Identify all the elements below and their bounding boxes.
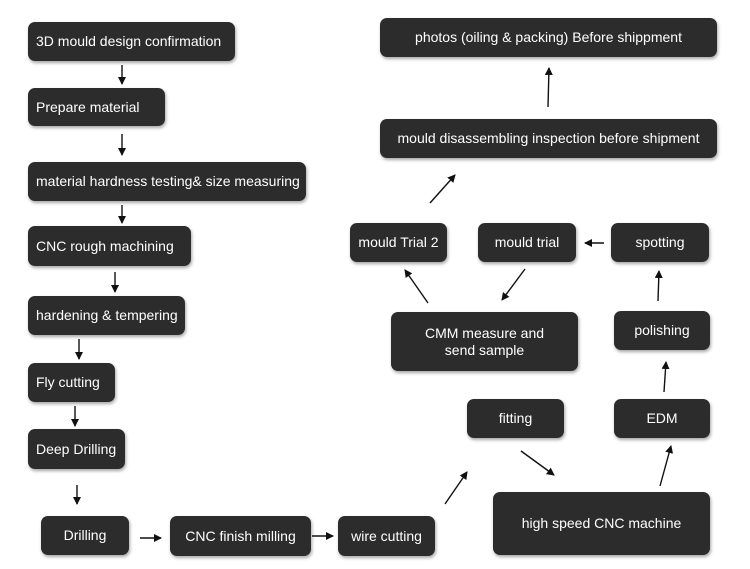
step-photos-packing: photos (oiling & packing) Before shippme…	[380, 18, 717, 57]
arrow-highspeed-to-edm	[659, 445, 674, 487]
arrow-cmm-to-trial2	[404, 269, 429, 304]
step-fly-cutting: Fly cutting	[28, 363, 115, 402]
step-spotting: spotting	[611, 223, 709, 262]
step-hardness-testing: material hardness testing& size measurin…	[28, 162, 306, 201]
arrow-fitting-to-highspeed	[520, 450, 555, 476]
step-polishing: polishing	[614, 311, 710, 350]
arrow-trial-to-cmm	[501, 268, 526, 301]
step-design: 3D mould design confirmation	[28, 22, 235, 61]
step-deep-drilling: Deep Drilling	[28, 429, 125, 469]
step-wire-cutting: wire cutting	[338, 516, 435, 556]
step-disassembling-inspection: mould disassembling inspection before sh…	[380, 119, 717, 158]
arrow-edm-to-polishing	[661, 361, 670, 393]
step-prepare-material: Prepare material	[28, 88, 165, 126]
step-hardening: hardening & tempering	[28, 296, 185, 335]
step-cnc-finish: CNC finish milling	[170, 516, 311, 556]
step-edm: EDM	[614, 399, 710, 438]
step-fitting: fitting	[467, 399, 564, 438]
step-cnc-rough: CNC rough machining	[28, 226, 191, 266]
step-drilling: Drilling	[41, 516, 129, 555]
arrow-disassembling-to-photos	[544, 67, 553, 108]
step-mould-trial: mould trial	[478, 223, 576, 262]
step-high-speed-cnc: high speed CNC machine	[493, 492, 710, 555]
arrow-wire-to-fitting	[444, 471, 468, 505]
arrow-polishing-to-spotting	[654, 270, 663, 302]
arrow-trial2-to-disassembling	[429, 174, 456, 204]
step-mould-trial-2: mould Trial 2	[350, 223, 447, 262]
